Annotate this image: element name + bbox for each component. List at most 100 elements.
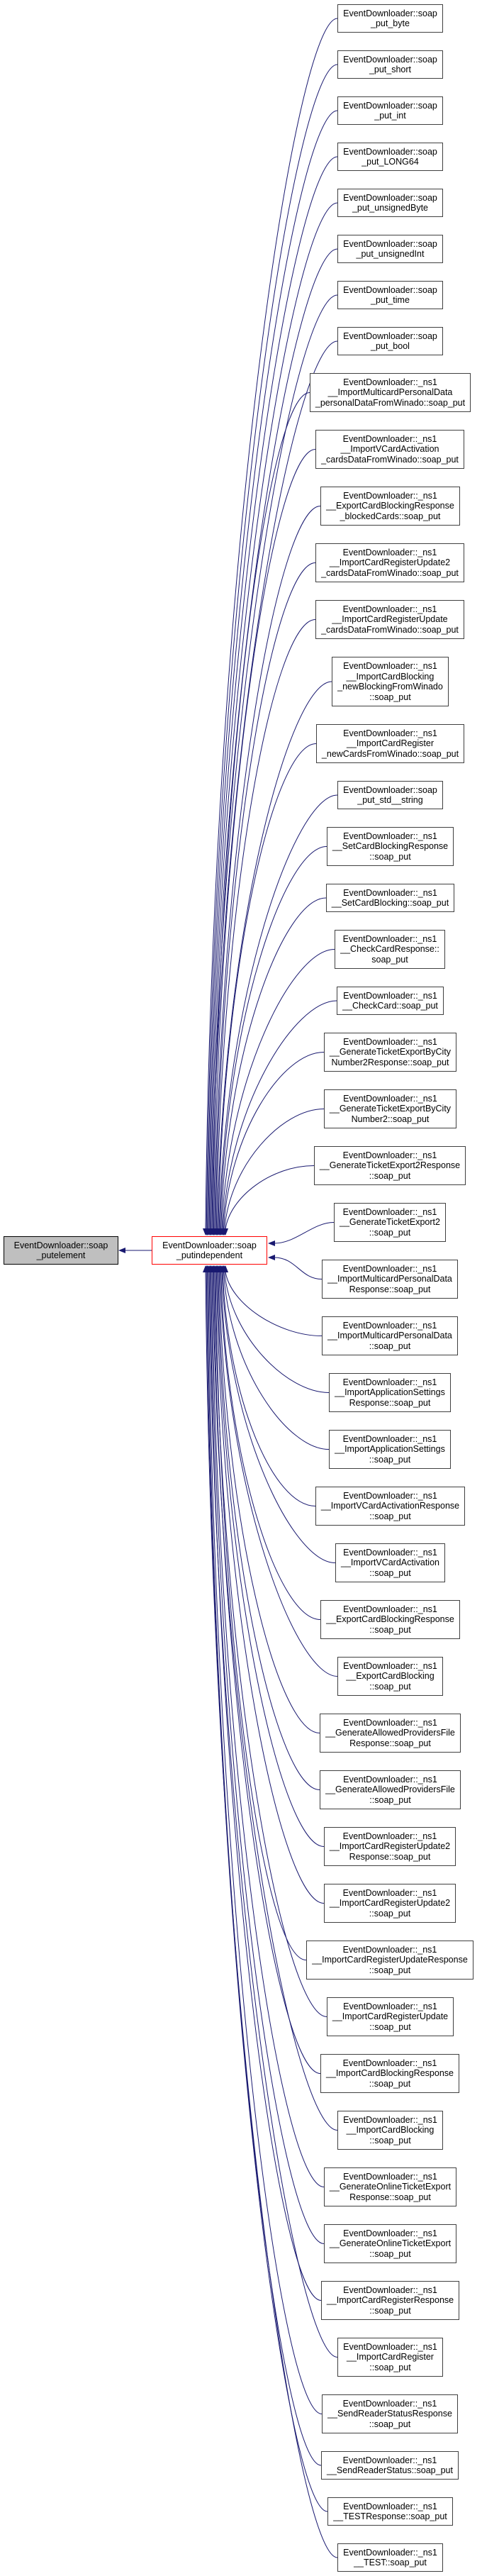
caller-node[interactable]: EventDownloader::_ns1 __ExportCardBlocki… xyxy=(320,487,460,526)
edge-caller-to-focus xyxy=(218,794,338,1230)
node-label: EventDownloader::_ns1 __GenerateAllowedP… xyxy=(325,1774,455,1805)
edge-caller-to-focus xyxy=(207,1271,322,2466)
edge-caller-to-focus xyxy=(208,1271,338,2358)
caller-node[interactable]: EventDownloader::_ns1 __ImportCardRegist… xyxy=(306,1941,473,1980)
caller-node[interactable]: EventDownloader::_ns1 __ImportCardRegist… xyxy=(315,600,464,639)
edge-caller-to-focus xyxy=(206,1271,328,2512)
node-label: EventDownloader::_ns1 __ImportCardRegist… xyxy=(343,2341,437,2372)
node-label: EventDownloader::_ns1 __SendReaderStatus… xyxy=(327,2455,453,2476)
node-label: EventDownloader::_ns1 __GenerateTicketEx… xyxy=(329,1036,452,1067)
caller-node[interactable]: EventDownloader::_ns1 __CheckCardRespons… xyxy=(335,930,445,969)
edge-caller-to-focus xyxy=(219,1271,338,1677)
caller-node[interactable]: EventDownloader::_ns1 __TESTResponse::so… xyxy=(327,2497,453,2526)
node-label: EventDownloader::_ns1 __ImportCardRegist… xyxy=(329,1831,451,1862)
caller-node[interactable]: EventDownloader::soap _put_LONG64 xyxy=(337,143,443,171)
node-label: EventDownloader::_ns1 __GenerateTicketEx… xyxy=(319,1150,461,1181)
node-label: EventDownloader::_ns1 __ImportCardRegist… xyxy=(312,1944,468,1975)
edge-caller-to-focus xyxy=(212,1271,338,2131)
node-soap-putindependent[interactable]: EventDownloader::soap _putindependent xyxy=(152,1236,267,1265)
caller-node[interactable]: EventDownloader::soap _put_bool xyxy=(337,327,443,355)
caller-node[interactable]: EventDownloader::_ns1 __ImportCardRegist… xyxy=(321,2281,459,2320)
caller-node[interactable]: EventDownloader::soap _put_unsignedInt xyxy=(337,235,443,263)
caller-node[interactable]: EventDownloader::_ns1 __ImportCardRegist… xyxy=(324,1884,456,1923)
edge-caller-to-focus xyxy=(225,1271,323,1336)
node-label: EventDownloader::_ns1 __CheckCardRespons… xyxy=(340,933,439,965)
caller-node[interactable]: EventDownloader::soap _put_byte xyxy=(337,4,443,33)
caller-node[interactable]: EventDownloader::soap _put_short xyxy=(337,50,443,79)
edge-caller-to-focus xyxy=(215,619,316,1230)
node-label: EventDownloader::_ns1 __ImportMulticardP… xyxy=(327,1320,452,1351)
node-label: EventDownloader::soap _put_short xyxy=(343,54,437,75)
caller-node[interactable]: EventDownloader::_ns1 __SetCardBlockingR… xyxy=(327,827,454,866)
caller-node[interactable]: EventDownloader::_ns1 __SetCardBlocking:… xyxy=(326,884,454,912)
node-label: EventDownloader::_ns1 __TEST::soap_put xyxy=(343,2547,437,2568)
node-soap-putelement[interactable]: EventDownloader::soap _putelement xyxy=(4,1236,118,1265)
node-label: EventDownloader::_ns1 __ImportVCardActiv… xyxy=(341,1547,439,1578)
caller-node[interactable]: EventDownloader::_ns1 __ImportCardRegist… xyxy=(337,2338,443,2377)
node-label: EventDownloader::_ns1 __GenerateOnlineTi… xyxy=(329,2171,452,2202)
node-label: EventDownloader::_ns1 __ImportCardBlocki… xyxy=(343,2114,437,2145)
caller-node[interactable]: EventDownloader::_ns1 __ImportCardRegist… xyxy=(324,1827,456,1866)
caller-node[interactable]: EventDownloader::_ns1 __ExportCardBlocki… xyxy=(320,1600,460,1639)
edge-caller-to-focus xyxy=(214,506,321,1230)
caller-node[interactable]: EventDownloader::_ns1 __ImportApplicatio… xyxy=(329,1430,451,1469)
caller-node[interactable]: EventDownloader::soap _put_unsignedByte xyxy=(337,189,443,217)
edge-caller-to-focus xyxy=(220,1271,321,1620)
caller-node[interactable]: EventDownloader::_ns1 __GenerateOnlineTi… xyxy=(324,2224,456,2263)
edge-caller-to-focus xyxy=(274,1222,335,1244)
caller-node[interactable]: EventDownloader::_ns1 __ImportCardBlocki… xyxy=(337,2111,443,2150)
node-label: EventDownloader::_ns1 __ImportApplicatio… xyxy=(335,1433,445,1465)
caller-node[interactable]: EventDownloader::_ns1 __ImportCardRegist… xyxy=(327,1997,454,2036)
edge-arrowhead xyxy=(118,1248,125,1253)
caller-node[interactable]: EventDownloader::_ns1 __ImportMulticardP… xyxy=(310,373,471,412)
edge-caller-to-focus xyxy=(215,562,316,1230)
caller-node[interactable]: EventDownloader::soap _put_std__string xyxy=(337,781,443,809)
edge-caller-to-focus xyxy=(218,743,317,1230)
edge-caller-to-focus xyxy=(274,1257,323,1279)
caller-node[interactable]: EventDownloader::_ns1 __ImportCardBlocki… xyxy=(320,2054,459,2093)
caller-node[interactable]: EventDownloader::_ns1 __ImportCardRegist… xyxy=(315,543,464,582)
caller-node[interactable]: EventDownloader::_ns1 __ImportMulticardP… xyxy=(322,1316,458,1355)
edge-caller-to-focus xyxy=(211,340,338,1230)
caller-node[interactable]: EventDownloader::_ns1 __GenerateAllowedP… xyxy=(320,1714,461,1753)
caller-node[interactable]: EventDownloader::_ns1 __GenerateOnlineTi… xyxy=(324,2167,456,2206)
caller-node[interactable]: EventDownloader::_ns1 __GenerateTicketEx… xyxy=(334,1203,446,1242)
caller-node[interactable]: EventDownloader::_ns1 __GenerateTicketEx… xyxy=(324,1089,456,1128)
caller-node[interactable]: EventDownloader::_ns1 __GenerateAllowedP… xyxy=(320,1770,461,1809)
edge-caller-to-focus xyxy=(221,1271,336,1563)
caller-node[interactable]: EventDownloader::_ns1 __ImportApplicatio… xyxy=(329,1373,451,1412)
caller-node[interactable]: EventDownloader::_ns1 __GenerateTicketEx… xyxy=(314,1146,466,1185)
caller-node[interactable]: EventDownloader::soap _put_int xyxy=(337,96,443,125)
node-label: EventDownloader::_ns1 __CheckCard::soap_… xyxy=(342,990,438,1011)
edge-caller-to-focus xyxy=(211,1271,325,2187)
caller-node[interactable]: EventDownloader::_ns1 __SendReaderStatus… xyxy=(322,2394,458,2433)
node-label: EventDownloader::_ns1 __GenerateAllowedP… xyxy=(325,1717,455,1748)
caller-node[interactable]: EventDownloader::_ns1 __ImportMulticardP… xyxy=(322,1260,458,1299)
edge-caller-to-focus xyxy=(211,294,338,1230)
caller-node[interactable]: EventDownloader::_ns1 __SendReaderStatus… xyxy=(321,2451,459,2480)
caller-node[interactable]: EventDownloader::_ns1 __ImportVCardActiv… xyxy=(335,1543,445,1582)
caller-node[interactable]: EventDownloader::_ns1 __ImportVCardActiv… xyxy=(315,1487,465,1526)
edge-caller-to-focus xyxy=(208,202,338,1230)
node-label: EventDownloader::_ns1 __ImportCardRegist… xyxy=(321,728,459,759)
caller-node[interactable]: EventDownloader::_ns1 __ImportCardRegist… xyxy=(316,724,464,763)
node-label: EventDownloader::soap _put_unsignedInt xyxy=(343,238,437,260)
caller-node[interactable]: EventDownloader::_ns1 __CheckCard::soap_… xyxy=(337,987,444,1015)
node-label: EventDownloader::_ns1 __SetCardBlockingR… xyxy=(332,831,449,862)
node-label: EventDownloader::soap _putindependent xyxy=(162,1240,257,1261)
node-label: EventDownloader::_ns1 __GenerateTicketEx… xyxy=(329,1093,452,1124)
edge-arrowhead xyxy=(268,1240,275,1246)
node-label: EventDownloader::soap _put_byte xyxy=(343,8,437,29)
edge-caller-to-focus xyxy=(224,1271,330,1393)
caller-node[interactable]: EventDownloader::_ns1 __GenerateTicketEx… xyxy=(324,1033,456,1072)
caller-node[interactable]: EventDownloader::_ns1 __ImportCardBlocki… xyxy=(332,657,449,706)
edge-caller-to-focus xyxy=(223,1271,330,1450)
caller-node[interactable]: EventDownloader::_ns1 __ImportVCardActiv… xyxy=(315,430,464,469)
caller-node[interactable]: EventDownloader::soap _put_time xyxy=(337,281,443,309)
node-label: EventDownloader::_ns1 __ImportMulticardP… xyxy=(327,1263,452,1294)
caller-node[interactable]: EventDownloader::_ns1 __TEST::soap_put xyxy=(337,2543,443,2572)
edge-caller-to-focus xyxy=(218,1271,320,1733)
caller-node[interactable]: EventDownloader::_ns1 __ExportCardBlocki… xyxy=(337,1657,443,1696)
node-label: EventDownloader::_ns1 __TESTResponse::so… xyxy=(333,2501,447,2522)
